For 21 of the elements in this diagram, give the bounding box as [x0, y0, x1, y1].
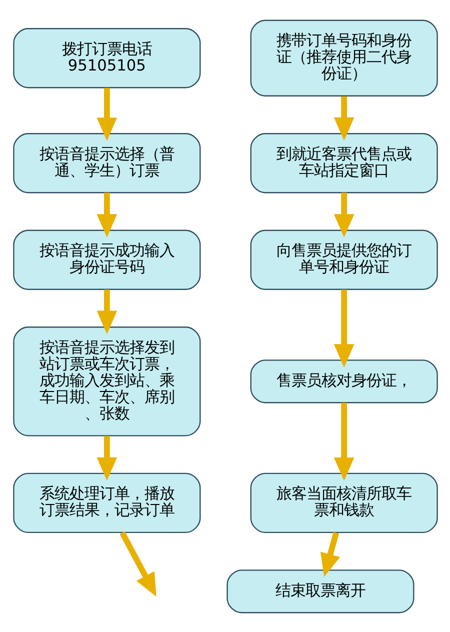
- node-box: 售票员核对身份证，: [250, 359, 438, 403]
- arrow: [96, 192, 117, 237]
- arrow: [333, 96, 354, 140]
- node-box: 携带订单号码和身份证（推荐使用二代身份证）: [250, 19, 438, 96]
- node-box: 按语音提示选择发到站订票或车次订票，成功输入发到站、乘车日期、车次、席别、张数: [12, 326, 200, 436]
- arrow: [333, 192, 354, 237]
- node-box: 旅客当面核清所取车票和钱款: [250, 472, 438, 532]
- arrow: [96, 435, 117, 480]
- node-box: 到就近客票代售点或车站指定窗口: [250, 132, 438, 193]
- arrow: [96, 87, 117, 140]
- node-box: 按语音提示成功输入身份证号码: [12, 229, 200, 290]
- node-box: 结束取票离开: [226, 569, 414, 613]
- arrow: [96, 289, 117, 334]
- arrow: [320, 532, 340, 576]
- node-box: 按语音提示选择（普通、学生）订票: [12, 132, 200, 193]
- node-box: 拨打订票电话 95105105: [12, 28, 200, 88]
- arrow: [333, 289, 354, 367]
- arrow: [333, 402, 354, 480]
- node-box: 向售票员提供您的订单号和身份证: [250, 229, 438, 290]
- node-box: 系统处理订单，播放订票结果，记录订单: [12, 472, 200, 532]
- arrow: [119, 530, 156, 596]
